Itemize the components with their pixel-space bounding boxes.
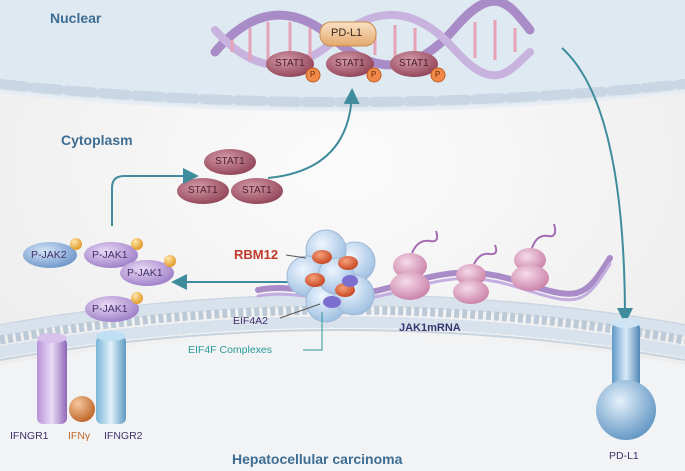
arrow-jak-to-stat <box>111 168 199 226</box>
rbm12-label: RBM12 <box>234 247 279 262</box>
eif4f-complex-label: EIF4F Complexes <box>188 344 273 356</box>
ifngr1-label: IFNGR1 <box>10 430 49 442</box>
eif4f-complex <box>286 229 376 323</box>
phospho-label: P <box>310 70 316 79</box>
arrow-pdl1-to-membrane <box>561 47 633 324</box>
eif4a2-label: EIF4A2 <box>233 315 269 327</box>
cytoplasm-stat1-label: STAT1 <box>242 185 272 196</box>
ribosomes <box>390 223 557 304</box>
pjak2-label: P-JAK2 <box>31 249 67 261</box>
pjak1-label: P-JAK1 <box>92 249 128 261</box>
pdl1-gene-label: PD-L1 <box>331 27 363 39</box>
pjak1-label: P-JAK1 <box>127 267 163 279</box>
ifngr2-label: IFNGR2 <box>104 430 143 442</box>
nucleus-label: Nuclear <box>50 10 102 26</box>
jak-proteins <box>23 238 176 322</box>
phospho-label: P <box>371 70 377 79</box>
nuclear-stat1-label: STAT1 <box>399 58 429 69</box>
pdl1-membrane-label: PD-L1 <box>609 450 639 462</box>
ifn-gamma-label: IFNγ <box>68 430 91 442</box>
pdl1-membrane-protein <box>596 318 656 440</box>
jak1-mrna-label: JAK1mRNA <box>399 322 461 334</box>
pdl1-gene-box <box>319 21 377 47</box>
cytoplasm-stat1-label: STAT1 <box>215 156 245 167</box>
nuclear-stat1-label: STAT1 <box>335 58 365 69</box>
cytoplasm-label: Cytoplasm <box>61 132 133 148</box>
pjak1-label: P-JAK1 <box>92 303 128 315</box>
cytoplasm-stat1-group <box>177 149 283 204</box>
ifngr-receptors <box>37 331 126 424</box>
nuclear-stat1-label: STAT1 <box>275 58 305 69</box>
cell-type-label: Hepatocellular carcinoma <box>232 451 403 467</box>
arrow-stat-to-nucleus <box>267 88 360 179</box>
cytoplasm-stat1-label: STAT1 <box>188 185 218 196</box>
nuclear-stat1-group <box>266 51 446 83</box>
phospho-label: P <box>435 70 441 79</box>
